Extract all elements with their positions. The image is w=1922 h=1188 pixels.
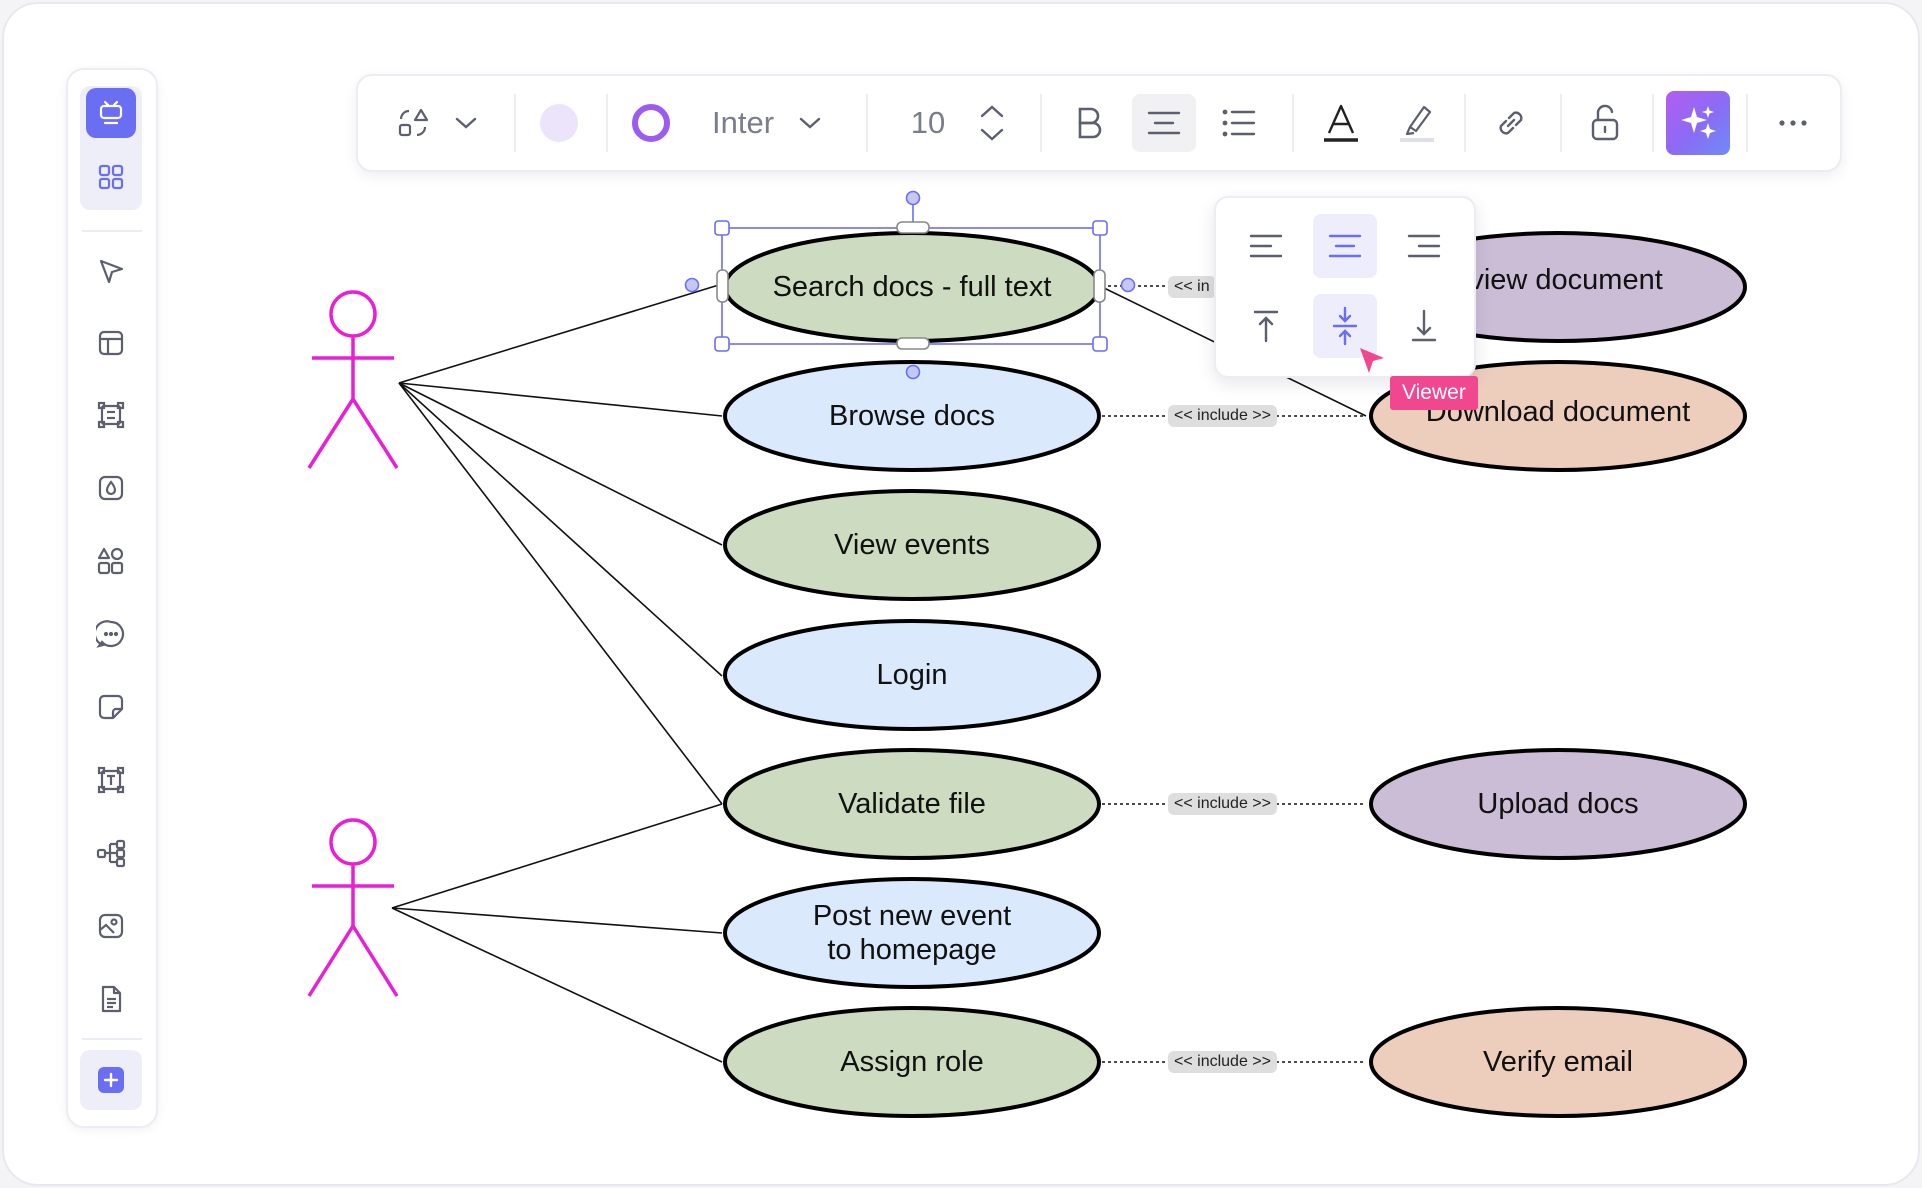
assoc-line (391, 803, 723, 909)
assoc-line (398, 382, 723, 417)
bold-icon[interactable] (1064, 94, 1114, 152)
include-badge: << include >> (1168, 405, 1277, 427)
chevron-down-icon (799, 117, 821, 129)
use-case-search (723, 231, 1101, 343)
text-color-icon[interactable] (1316, 94, 1366, 152)
document-icon[interactable] (86, 974, 136, 1024)
cursor-arrow-icon (1360, 348, 1384, 373)
connect-handle-left (684, 277, 700, 293)
use-case-verify (1369, 1006, 1747, 1118)
toolbar-divider (1040, 94, 1042, 152)
align-left-icon[interactable] (1234, 214, 1298, 278)
link-icon[interactable] (1484, 94, 1538, 152)
actor-top[interactable] (307, 290, 399, 469)
resize-handle (716, 269, 729, 303)
grid-icon[interactable] (86, 152, 136, 202)
assoc-line (398, 382, 723, 805)
diagram-canvas[interactable] (4, 4, 1918, 1184)
fill-color-icon[interactable] (534, 94, 584, 152)
toolbar-divider (866, 94, 868, 152)
text-box-icon[interactable] (86, 755, 136, 805)
align-right-icon[interactable] (1392, 214, 1456, 278)
align-center-icon[interactable] (1313, 214, 1377, 278)
use-case-validate (723, 748, 1101, 860)
include-badge: << in (1168, 276, 1216, 298)
comment-icon[interactable] (86, 609, 136, 659)
toolbar-divider (1652, 94, 1654, 152)
resize-handle (1092, 220, 1108, 236)
use-case-assign (723, 1006, 1101, 1118)
rail-divider (82, 1038, 142, 1040)
resize-handle (896, 337, 930, 350)
toolbar-divider (514, 94, 516, 152)
align-bottom-icon[interactable] (1392, 294, 1456, 358)
toolbar-divider (1560, 94, 1562, 152)
assoc-line (398, 382, 723, 546)
use-case-browse (723, 360, 1101, 472)
align-top-icon[interactable] (1234, 294, 1298, 358)
rail-divider (82, 230, 142, 232)
toolbar-divider (606, 94, 608, 152)
rotate-handle (905, 190, 921, 206)
layout-icon[interactable] (86, 318, 136, 368)
connect-handle-bottom (905, 364, 921, 380)
color-drop-icon[interactable] (86, 463, 136, 513)
use-case-upload (1369, 748, 1747, 860)
include-connectors (1102, 285, 1366, 1063)
format-toolbar: Inter 10 (356, 74, 1842, 172)
tool-rail (66, 68, 158, 1128)
frame-icon[interactable] (86, 390, 136, 440)
include-badge: << include >> (1168, 793, 1277, 815)
toolbar-divider (1746, 94, 1748, 152)
image-icon[interactable] (86, 901, 136, 951)
selection-box[interactable] (684, 190, 1136, 380)
stroke-color-icon[interactable] (626, 94, 676, 152)
resize-handle (714, 220, 730, 236)
ai-sparkle-icon[interactable] (1666, 91, 1730, 155)
more-icon[interactable] (1768, 94, 1818, 152)
font-family-select[interactable]: Inter (712, 94, 832, 152)
resize-handle (714, 336, 730, 352)
stepper-icon[interactable] (972, 94, 1012, 152)
assoc-line (391, 907, 723, 934)
pointer-icon[interactable] (86, 246, 136, 296)
shape-swap-icon[interactable] (388, 94, 438, 152)
use-case-events (723, 489, 1101, 601)
assoc-line (398, 382, 723, 677)
actor-bottom[interactable] (307, 818, 399, 997)
cursor-label: Viewer (1390, 376, 1478, 410)
mindmap-icon[interactable] (86, 828, 136, 878)
resize-handle (1092, 336, 1108, 352)
resize-handle (896, 221, 930, 234)
presentation-icon[interactable] (86, 88, 136, 138)
assoc-line (398, 283, 723, 384)
alignment-popover (1214, 196, 1476, 378)
highlight-icon[interactable] (1392, 94, 1442, 152)
toolbar-divider (1464, 94, 1466, 152)
toolbar-divider (1292, 94, 1294, 152)
resize-handle (1093, 269, 1106, 303)
list-icon[interactable] (1214, 94, 1264, 152)
unlock-icon[interactable] (1580, 94, 1630, 152)
connect-handle-right (1120, 277, 1136, 293)
align-middle-icon[interactable] (1313, 294, 1377, 358)
shapes-icon[interactable] (86, 536, 136, 586)
font-name: Inter (712, 105, 775, 140)
chevron-down-icon[interactable] (446, 94, 486, 152)
use-case-post (723, 877, 1101, 989)
add-icon (98, 1067, 124, 1093)
align-center-icon[interactable] (1132, 94, 1196, 152)
assoc-line (391, 907, 723, 1063)
add-button[interactable] (80, 1050, 142, 1110)
sticky-note-icon[interactable] (86, 682, 136, 732)
include-badge: << include >> (1168, 1051, 1277, 1073)
use-case-login (723, 619, 1101, 731)
font-size-value[interactable]: 10 (910, 105, 946, 140)
